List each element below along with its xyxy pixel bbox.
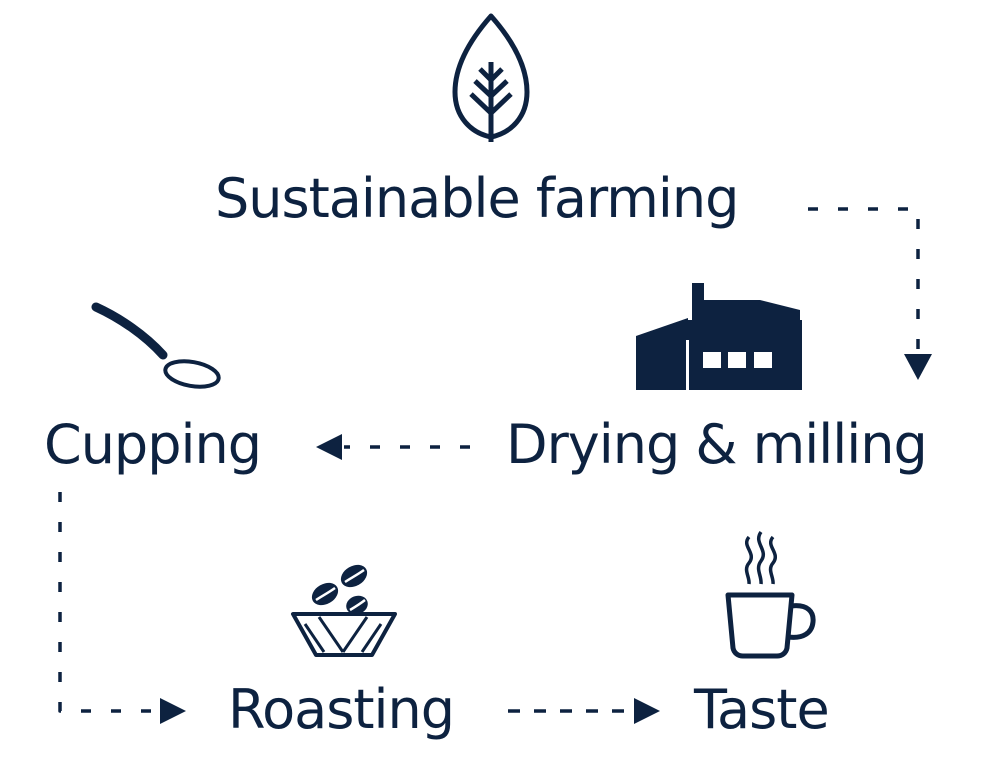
connector-drying-to-cupping — [316, 434, 470, 460]
factory-icon — [636, 283, 802, 390]
connector-farming-to-drying — [808, 207, 932, 380]
leaf-icon — [452, 13, 530, 142]
connector-cupping-to-roasting — [58, 492, 186, 724]
step-label-drying-milling: Drying & milling — [506, 413, 928, 476]
step-label-sustainable-farming: Sustainable farming — [215, 167, 739, 230]
coffee-beans-bowl-icon — [291, 564, 397, 657]
step-label-roasting: Roasting — [228, 678, 455, 741]
spoon-icon — [91, 302, 221, 389]
step-label-taste: Taste — [694, 678, 830, 741]
step-label-cupping: Cupping — [44, 413, 262, 476]
connector-roasting-to-taste — [508, 698, 660, 724]
steaming-cup-icon — [725, 530, 816, 659]
